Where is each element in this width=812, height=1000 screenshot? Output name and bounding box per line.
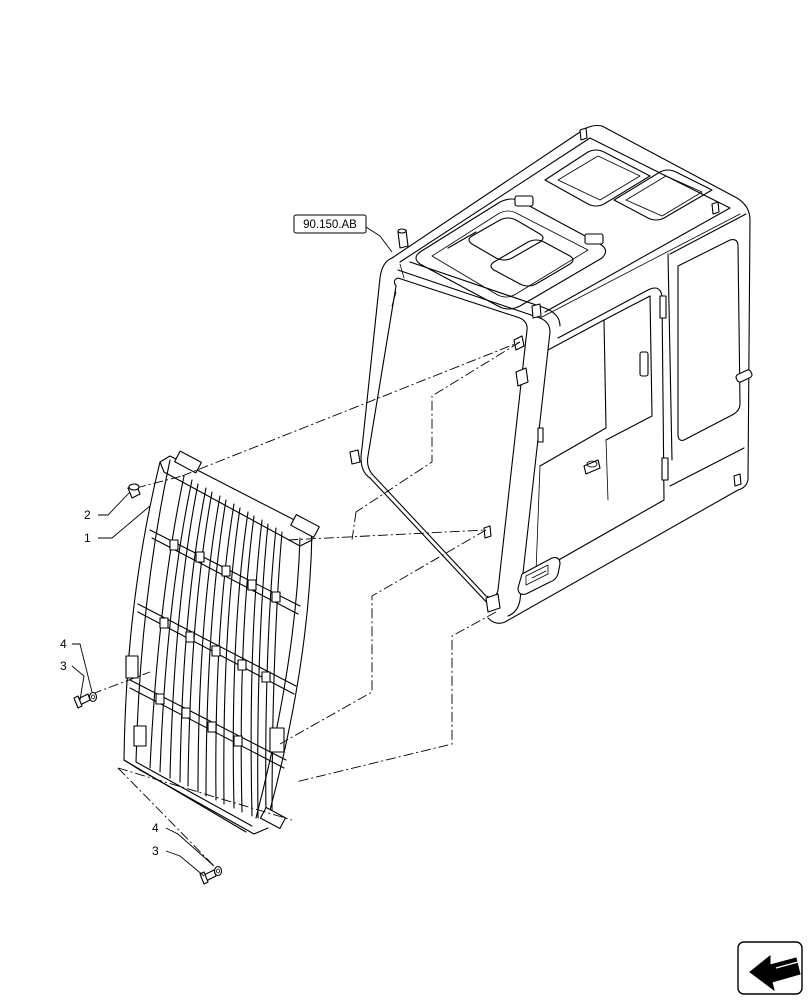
callout-3-mid: 3 xyxy=(60,659,67,673)
callout-2-top: 2 xyxy=(84,508,91,522)
assembly-guide-lines xyxy=(91,341,521,869)
arrow-previous-icon[interactable] xyxy=(737,941,803,995)
callout-labels: 2 1 4 3 4 3 xyxy=(60,508,159,858)
fasteners xyxy=(73,483,223,885)
callout-1-top: 1 xyxy=(84,531,91,545)
callout-4-mid: 4 xyxy=(60,637,67,651)
reference-label[interactable]: 90.150.AB xyxy=(303,219,357,231)
callout-3-bottom: 3 xyxy=(152,844,159,858)
leader-lines xyxy=(71,226,393,877)
operator-cab xyxy=(349,124,753,624)
front-guard-grille xyxy=(123,450,320,835)
callout-4-bottom: 4 xyxy=(152,821,159,835)
reference-label-box[interactable]: 90.150.AB xyxy=(293,214,367,234)
